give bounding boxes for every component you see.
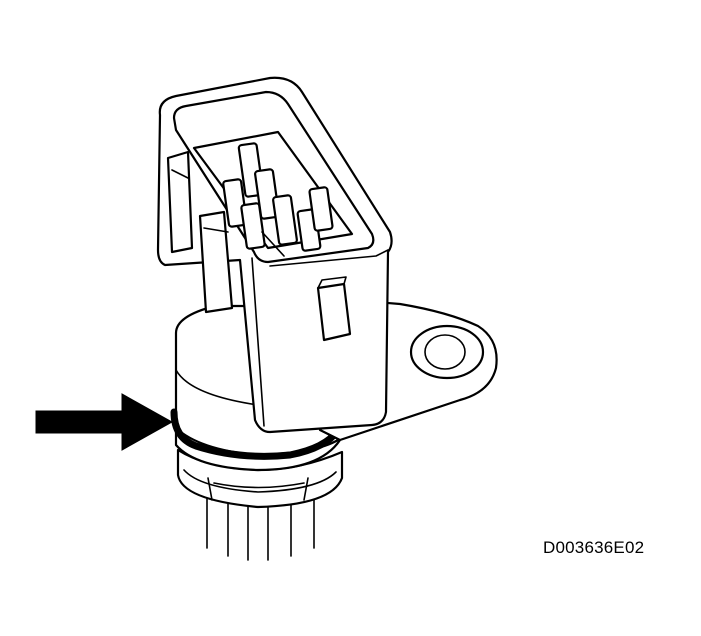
connector-pins: [192, 130, 354, 257]
connector-housing: [156, 76, 393, 434]
sensor-wires: [206, 497, 315, 561]
arrow-right-icon: [35, 393, 174, 451]
figure-id-label: D003636E02: [543, 538, 645, 557]
o-ring-seal: [170, 408, 342, 460]
